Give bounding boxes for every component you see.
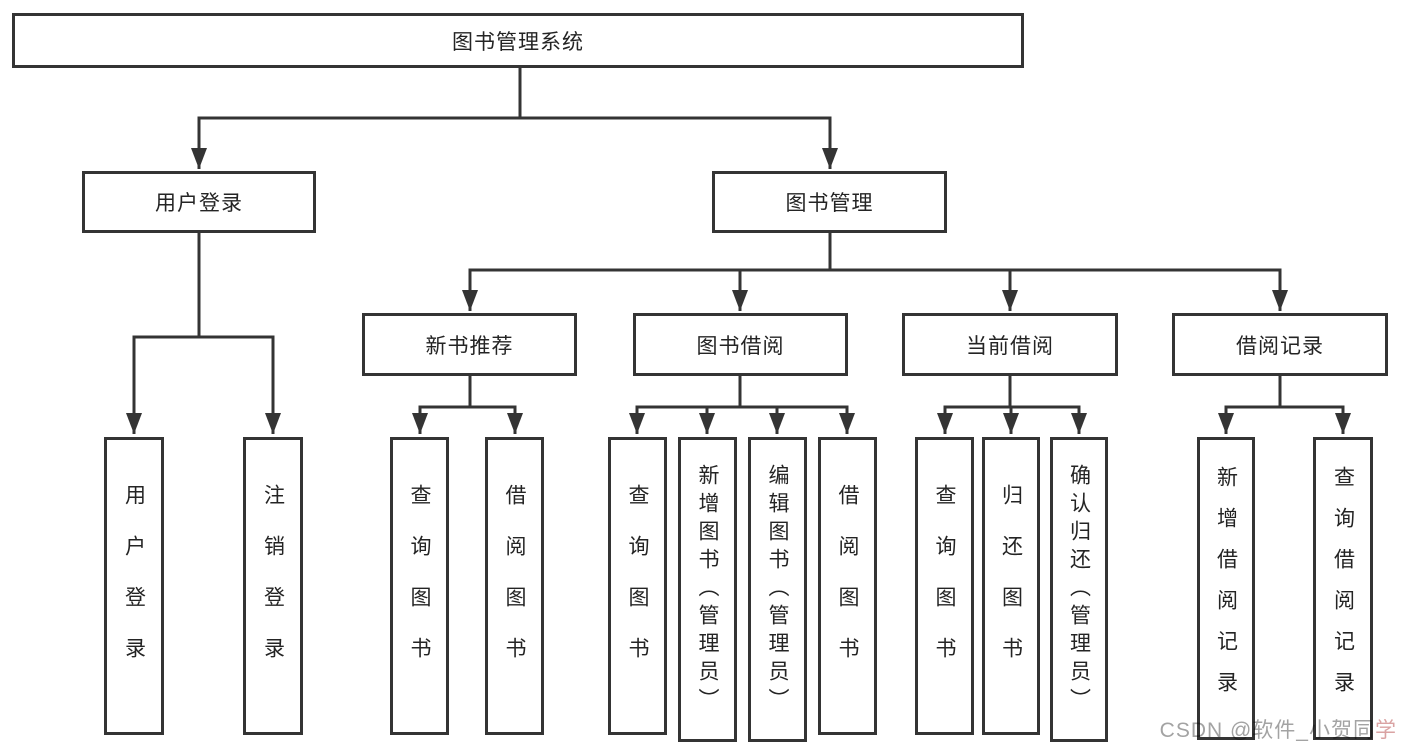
leaf-label: 确认归还（管理员） [1067,463,1091,716]
leaf-borrow-books: 借阅图书 [485,437,544,735]
node-library-system: 图书管理系统 [12,13,1024,68]
node-book-management: 图书管理 [712,171,947,233]
watermark-text: CSDN @软件_小贺同 [1159,719,1375,742]
leaf-label: 用户登录 [122,484,146,688]
leaf-search-books: 查询图书 [915,437,974,735]
leaf-label: 新增借阅记录 [1214,465,1238,712]
node-user-login: 用户登录 [82,171,316,233]
leaf-label: 借阅图书 [503,484,526,688]
leaf-label: 注销登录 [261,484,285,688]
watermark-accent: 学 [1375,719,1397,742]
node-label: 图书管理系统 [452,30,584,54]
leaf-return-books: 归还图书 [982,437,1040,735]
node-label: 用户登录 [155,192,243,215]
leaf-add-books-admin: 新增图书（管理员） [678,437,737,742]
leaf-label: 查询图书 [626,484,649,688]
leaf-logout: 注销登录 [243,437,303,735]
leaf-search-books: 查询图书 [608,437,667,735]
leaf-label: 查询图书 [933,484,956,688]
node-label: 当前借阅 [966,334,1054,358]
leaf-confirm-return-admin: 确认归还（管理员） [1050,437,1108,742]
node-label: 新书推荐 [425,334,514,358]
leaf-borrow-books: 借阅图书 [818,437,877,735]
leaf-label: 新增图书（管理员） [696,463,719,716]
leaf-search-borrow-record: 查询借阅记录 [1313,437,1373,740]
leaf-label: 借阅图书 [836,484,859,688]
node-current-borrow: 当前借阅 [902,313,1118,376]
leaf-add-borrow-record: 新增借阅记录 [1197,437,1255,740]
node-label: 图书借阅 [696,334,785,358]
leaf-label: 查询借阅记录 [1331,465,1355,712]
node-new-book-recommend: 新书推荐 [362,313,577,376]
node-book-borrow: 图书借阅 [633,313,848,376]
leaf-label: 查询图书 [408,484,431,688]
leaf-edit-books-admin: 编辑图书（管理员） [748,437,807,742]
leaf-label: 归还图书 [999,484,1023,688]
node-borrow-records: 借阅记录 [1172,313,1388,376]
leaf-user-login: 用户登录 [104,437,164,735]
leaf-label: 编辑图书（管理员） [766,463,789,716]
node-label: 图书管理 [785,192,874,215]
node-label: 借阅记录 [1236,334,1324,358]
csdn-watermark: CSDN @软件_小贺同学 [1160,714,1397,744]
leaf-search-books: 查询图书 [390,437,449,735]
